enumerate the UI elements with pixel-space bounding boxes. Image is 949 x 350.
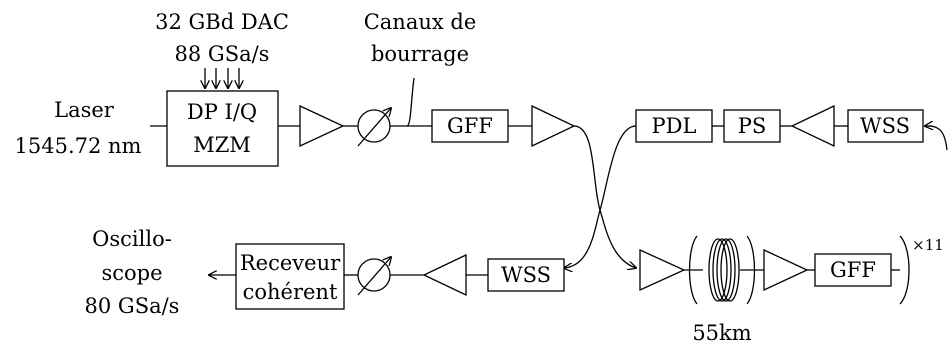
gff-label-1: GFF — [447, 114, 493, 138]
amplifier-2 — [531, 104, 576, 148]
dac-input-arrows — [205, 68, 239, 88]
amplifier-3 — [790, 104, 835, 148]
oscilloscope-rate-label: 80 GSa/s — [85, 294, 180, 318]
modulator-box — [166, 90, 279, 167]
amplifier-1 — [299, 104, 345, 148]
amplifier-4 — [639, 248, 686, 292]
laser-label: Laser — [54, 98, 115, 122]
loading-channels-label: Canaux de — [364, 10, 477, 34]
attenuator-2 — [357, 257, 391, 296]
receiver-type-label: cohérent — [243, 280, 338, 304]
repeat-bracket — [899, 235, 910, 305]
loading-channels-label-2: bourrage — [371, 42, 469, 66]
gff-box-2 — [814, 253, 892, 287]
wss-box-2 — [487, 258, 565, 292]
repeat-count-label: ×11 — [912, 236, 944, 254]
receiver-label: Receveur — [240, 251, 341, 275]
span-length-label: 55km — [692, 321, 751, 345]
wss-box-1 — [847, 109, 924, 143]
wss-label-1: WSS — [860, 114, 910, 138]
dac-label: 32 GBd DAC — [155, 10, 289, 34]
amplifier-5 — [763, 248, 809, 292]
dac-rate-label: 88 GSa/s — [175, 42, 270, 66]
receiver-box — [235, 243, 345, 310]
pdl-label: PDL — [652, 114, 697, 138]
oscilloscope-label-2: scope — [101, 261, 162, 285]
modulator-label: DP I/Q — [187, 100, 257, 124]
oscilloscope-label: Oscillo- — [92, 227, 172, 251]
attenuator-1 — [357, 108, 391, 147]
ps-label: PS — [738, 114, 767, 138]
amplifier-6 — [422, 253, 467, 297]
wss-label-2: WSS — [501, 263, 551, 287]
loading-channels-wire — [406, 77, 415, 127]
fiber-spool-icon — [688, 235, 756, 305]
laser-wavelength-label: 1545.72 nm — [15, 134, 142, 158]
gff-label-2: GFF — [830, 258, 876, 282]
loop-return-wire — [925, 126, 948, 151]
fiber-coupler — [564, 125, 636, 268]
modulator-type-label: MZM — [193, 133, 251, 157]
